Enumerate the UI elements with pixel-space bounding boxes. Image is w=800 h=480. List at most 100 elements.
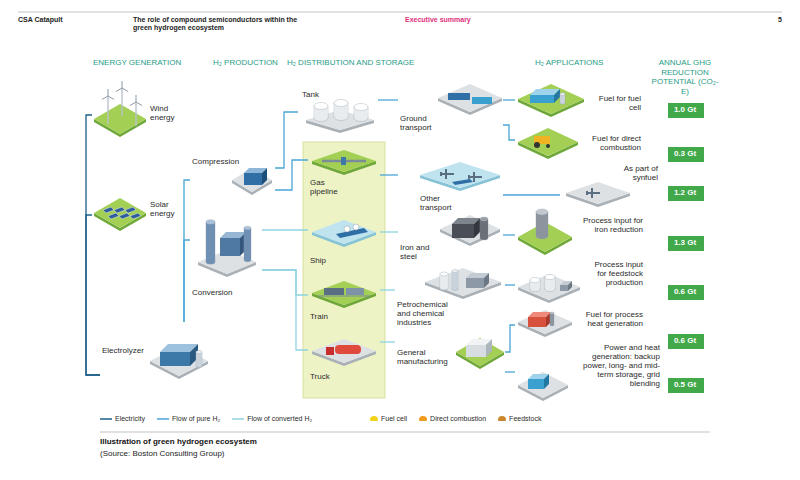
label-anchor: H₂ DISTRIBUTION AND STORAGE [287, 58, 467, 68]
turbine-blade [136, 95, 137, 102]
turbine-blade [130, 102, 136, 106]
pipeline-valve [341, 157, 346, 165]
sector-node: General manufacturing [395, 334, 505, 386]
ship-hull [336, 228, 368, 238]
reduction-badge: 1.2 Gt [668, 186, 704, 201]
legend-line-sample [157, 416, 169, 422]
factory [486, 339, 492, 357]
ground-plate [425, 268, 501, 296]
ground-plate [94, 104, 146, 134]
ground-plate [232, 168, 272, 192]
distribution-mode: Train [308, 280, 380, 330]
application-node: Process input for iron reduction [515, 208, 645, 258]
column-heading: ANNUAL GHG REDUCTION POTENTIAL (CO₂-E) [649, 58, 721, 96]
legend-entry: Flow of converted H₂ [232, 414, 312, 423]
flow-line [86, 215, 100, 375]
node-label: Ship [310, 256, 350, 265]
source-note: (Source: Boston Consulting Group) [100, 449, 400, 459]
label-anchor: The role of compound semiconductors with… [133, 16, 313, 33]
compressor [244, 173, 262, 185]
energy-source: Solar energy [92, 178, 179, 240]
legend-entry: Fuel cell [370, 414, 407, 423]
label-anchor: (Source: Boston Consulting Group) [100, 449, 400, 459]
section-name: Executive summary [405, 16, 525, 24]
reduction-value: 0.6 Gt [668, 285, 702, 299]
reactor-column [244, 228, 251, 260]
node-label: Fuel for direct combustion [581, 134, 641, 152]
ground-plate [518, 128, 578, 156]
node-label: As part of synfuel [608, 164, 658, 182]
fuel-station [554, 89, 560, 103]
fuel-pump [560, 93, 565, 96]
legend-entry: Electricity [100, 414, 145, 423]
page-number: 5 [752, 16, 782, 24]
sector-node: Ground transport [398, 82, 503, 137]
solar-panel [108, 213, 119, 219]
reactor-column [244, 228, 251, 260]
turbine-blade [122, 81, 123, 88]
aircraft [586, 188, 600, 198]
node-label: General manufacturing [397, 348, 455, 366]
flow-line [262, 270, 308, 350]
steel-plant [452, 224, 474, 238]
ground-plate [566, 182, 630, 204]
reactor-column [206, 222, 215, 262]
node-label: Conversion [192, 288, 242, 297]
flow-line [503, 234, 515, 235]
reduction-value: 1.0 Gt [668, 103, 702, 117]
node-label: Solar energy [150, 200, 177, 218]
node-label: Ground transport [400, 114, 440, 132]
reduction-tower [536, 212, 548, 236]
reduction-badge: 1.3 Gt [668, 236, 704, 251]
tractor-wheel [546, 144, 550, 148]
legend-entry: Direct combustion [419, 414, 486, 423]
solar-panel [103, 207, 114, 213]
turbine-tower [135, 102, 136, 126]
reduction-badge: 1.0 Gt [668, 103, 704, 118]
legend-swatch [498, 416, 506, 421]
flow-line [184, 240, 190, 322]
figure-caption: Illustration of green hydrogen ecosystem [100, 437, 400, 447]
sector-node: Petrochemical and chemical industries [395, 268, 505, 330]
ground-plate [456, 338, 504, 366]
ground-plate [518, 84, 584, 114]
feedstock-plant [560, 285, 568, 291]
bus [472, 97, 492, 104]
storage-mode: Tank [298, 90, 378, 132]
ship-tank [344, 226, 350, 232]
application-node: Fuel for process heat generation [515, 306, 645, 338]
tractor-wheel [534, 142, 540, 148]
feedstock-tank [530, 278, 540, 283]
node-label: Fuel for process heat generation [575, 310, 643, 328]
ship-tank [353, 224, 359, 230]
reduction-value: 0.6 Gt [668, 334, 702, 348]
legend-line [157, 418, 169, 420]
converter-unit [220, 238, 240, 256]
application-node: Fuel for direct combustion [515, 122, 643, 162]
reduction-badge: 0.6 Gt [668, 285, 704, 300]
production-step: Conversion [190, 210, 262, 305]
flow-line [380, 231, 398, 232]
flow-line [505, 371, 515, 372]
storage-tank [334, 100, 348, 107]
battery-store [528, 379, 544, 389]
distribution-mode: Truck [308, 338, 380, 393]
legend-line [232, 418, 244, 420]
ground-plate [312, 220, 376, 244]
column-heading: H₂ DISTRIBUTION AND STORAGE [287, 58, 467, 68]
node-label: Process input for iron reduction [575, 216, 643, 234]
application-node: Fuel for fuel cell [515, 82, 643, 120]
distribution-mode: Gas pipeline [308, 150, 380, 208]
ground-plate [518, 310, 572, 334]
aircraft [440, 169, 454, 179]
ground-plate [518, 372, 568, 398]
legend-text: Electricity [115, 414, 145, 423]
solar-panel [130, 213, 141, 219]
turbine-tower [107, 96, 108, 124]
turbine-blade [136, 102, 142, 106]
application-node: Process input for feedstock production [515, 260, 645, 304]
chimney [550, 312, 554, 314]
heat-plant [528, 317, 546, 327]
flow-line [503, 125, 515, 140]
node-label: Power and heat generation: backup power,… [572, 343, 660, 388]
